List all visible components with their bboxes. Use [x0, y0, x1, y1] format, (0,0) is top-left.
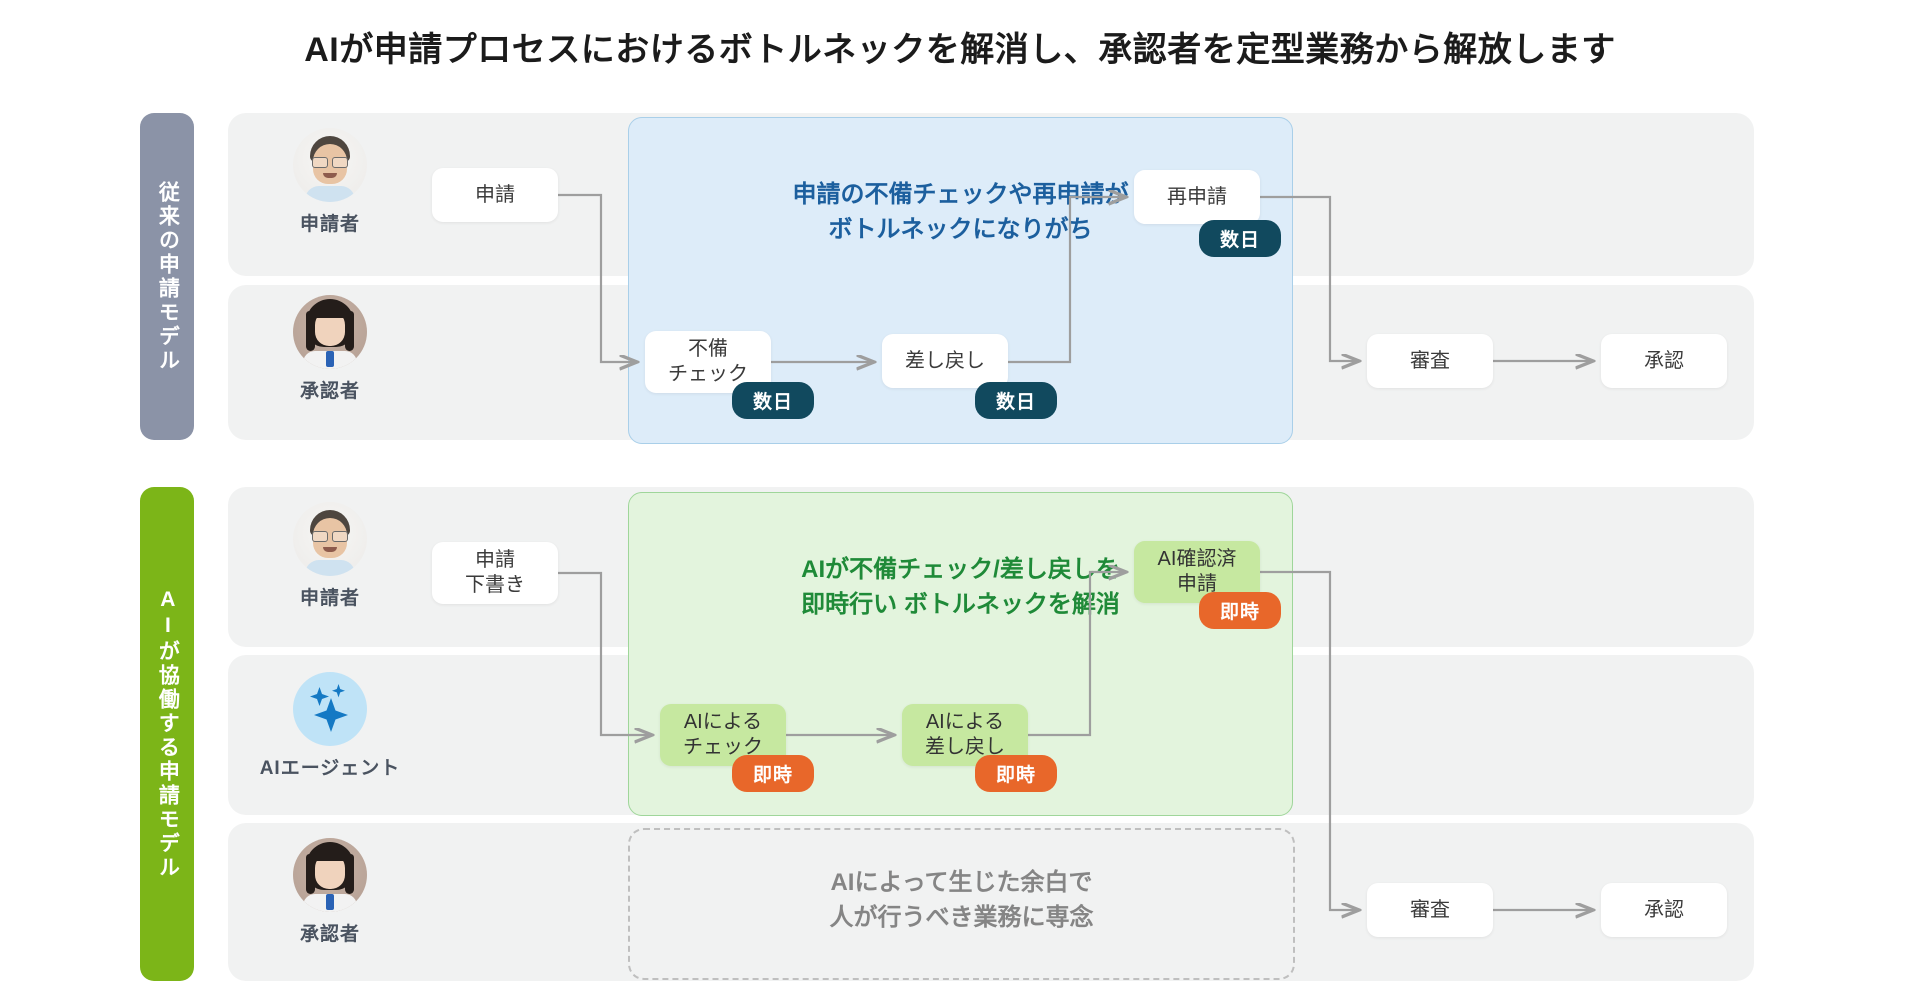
node-label-line1: 不備 — [688, 338, 728, 360]
node-legacy-shounin[interactable]: 承認 — [1601, 334, 1727, 388]
actor-legacy-approver: 承認者 — [255, 295, 405, 403]
badge-duration-ai-send-back: 即時 — [975, 755, 1057, 792]
badge-duration-ai-verified: 即時 — [1199, 592, 1281, 629]
node-label-line1: AIによる — [683, 711, 763, 733]
node-label: AIによる 差し戻し — [925, 710, 1005, 760]
node-label-line2: 差し戻し — [925, 736, 1005, 758]
approver-photo-avatar — [293, 838, 367, 912]
node-label-line2: チェック — [683, 736, 763, 758]
node-label: 審査 — [1410, 349, 1450, 372]
applicant-photo-avatar — [293, 128, 367, 202]
node-label: AI確認済 申請 — [1158, 547, 1237, 597]
node-label: 審査 — [1410, 898, 1450, 921]
node-legacy-shinsei[interactable]: 申請 — [432, 168, 558, 222]
sparkle-icon — [293, 672, 367, 746]
applicant-photo-avatar — [293, 502, 367, 576]
node-label: 承認 — [1644, 898, 1684, 921]
badge-duration-sashimodoshi: 数日 — [975, 382, 1057, 419]
node-label: 再申請 — [1167, 185, 1227, 208]
node-label-line2: チェック — [668, 363, 748, 385]
node-label: AIによる チェック — [683, 710, 763, 760]
node-label: 申請 下書き — [465, 548, 525, 598]
approver-photo-avatar — [293, 295, 367, 369]
ai-model-label: AIが協働する申請モデル — [140, 487, 194, 981]
actor-ai-agent: AIエージェント — [255, 672, 405, 780]
page-title: AIが申請プロセスにおけるボトルネックを解消し、承認者を定型業務から解放します — [304, 31, 1616, 69]
badge-duration-ai-check: 即時 — [732, 755, 814, 792]
legacy-bottleneck-panel: 申請の不備チェックや再申請が ボトルネックになりがち — [628, 117, 1293, 444]
node-ai-shounin[interactable]: 承認 — [1601, 883, 1727, 937]
node-label-line2: 下書き — [465, 574, 525, 596]
node-legacy-fubi-check[interactable]: 不備 チェック — [645, 331, 771, 393]
node-label-line2: 申請 — [1177, 573, 1217, 595]
badge-duration-saishinsei: 数日 — [1199, 220, 1281, 257]
actor-ai-approver: 承認者 — [255, 838, 405, 946]
node-label: 差し戻し — [905, 349, 985, 372]
node-legacy-shinsa[interactable]: 審査 — [1367, 334, 1493, 388]
actor-label: 承認者 — [299, 924, 360, 945]
dashed-panel-line1: AIによって生じた余白で — [830, 869, 1093, 896]
actor-ai-applicant: 申請者 — [255, 502, 405, 610]
node-label: 不備 チェック — [668, 337, 748, 387]
actor-legacy-applicant: 申請者 — [255, 128, 405, 236]
node-label: 承認 — [1644, 349, 1684, 372]
dashed-panel-line2: 人が行うべき業務に専念 — [829, 903, 1094, 931]
dashed-panel-text: AIによって生じた余白で 人が行うべき業務に専念 — [630, 866, 1293, 936]
node-legacy-saishinsei[interactable]: 再申請 — [1134, 170, 1260, 224]
node-ai-shitagaki[interactable]: 申請 下書き — [432, 542, 558, 604]
actor-label: AIエージェント — [259, 758, 401, 779]
node-legacy-sashimodoshi[interactable]: 差し戻し — [882, 334, 1008, 388]
node-label-line1: 申請 — [475, 549, 515, 571]
ai-approver-row-band — [228, 823, 1754, 981]
legacy-model-label: 従来の申請モデル — [140, 113, 194, 440]
badge-duration-fubi-check: 数日 — [732, 382, 814, 419]
actor-label: 承認者 — [299, 381, 360, 402]
actor-label: 申請者 — [299, 214, 360, 235]
actor-label: 申請者 — [299, 588, 360, 609]
ai-freed-capacity-panel: AIによって生じた余白で 人が行うべき業務に専念 — [628, 828, 1295, 980]
node-label-line1: AI確認済 — [1157, 548, 1237, 570]
node-ai-shinsa[interactable]: 審査 — [1367, 883, 1493, 937]
node-label-line1: AIによる — [925, 711, 1005, 733]
node-label: 申請 — [475, 183, 515, 206]
